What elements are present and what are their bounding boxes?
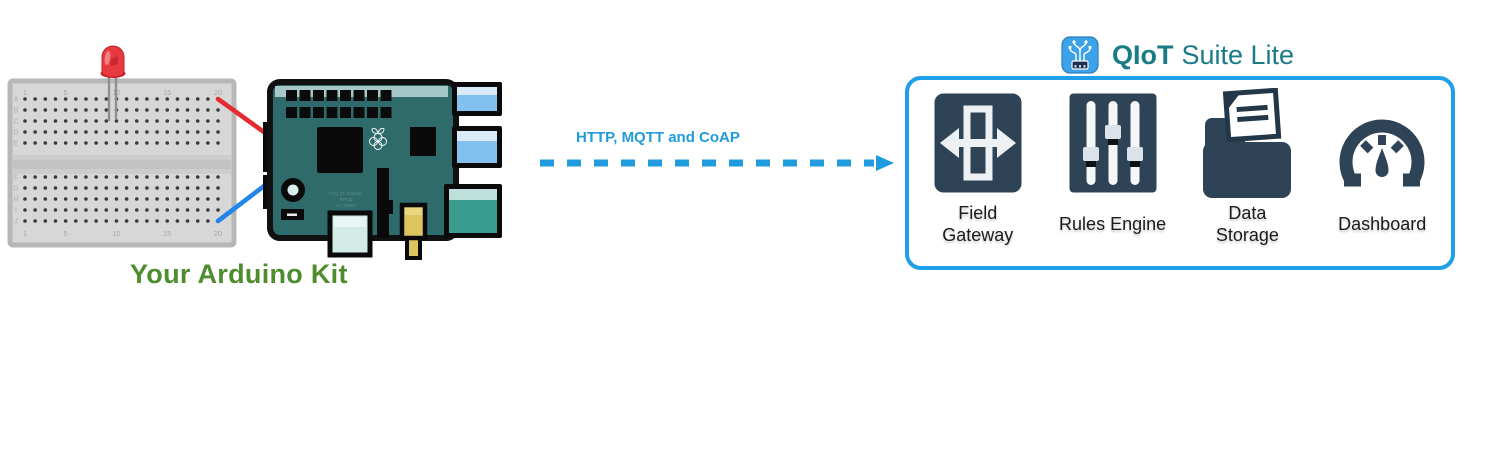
suite-item-data-storage: Data Storage [1181,87,1313,249]
red-jumper-wire [215,96,271,138]
pi-chip [410,127,436,156]
bb-col-number: 5 [64,229,68,238]
pi-ethernet-port [444,184,502,238]
breadboard: 1 5 10 15 20 1 5 10 15 20 A B C D E F [7,78,237,248]
bb-row-letter: F [14,175,18,182]
rules-engine-icon [1069,93,1157,193]
bb-row-letter: B [14,108,19,115]
pi-hdmi-port [327,210,373,258]
pi-usb-port [452,126,502,168]
raspberry-pi: FCC ID: 2ABCB- RPI32 IC: 20953 [263,79,502,260]
bb-col-number: 20 [214,229,222,238]
protocol-label: HTTP, MQTT and CoAP [576,129,740,146]
suite-title-bold: QIoT [1112,39,1174,70]
svg-text:RPI32: RPI32 [340,197,353,202]
pi-usb-port [452,82,502,116]
pi-csi-connector [377,168,389,238]
dashed-arrow-icon [540,155,894,171]
suite-item-label: Field Gateway [942,203,1014,245]
pi-av-jack [399,202,428,260]
dashboard-icon [1339,119,1425,187]
svg-text:IC: 20953: IC: 20953 [336,203,356,208]
pi-soc-chip [317,127,363,173]
bb-col-number: 15 [163,229,171,238]
suite-item-label: Data Storage [1215,203,1279,245]
bb-col-number: 10 [112,229,120,238]
qiot-suite-panel: Field Gateway Rul [905,76,1455,270]
suite-item-rules-engine: Rules Engine [1047,87,1179,249]
bb-col-number: 1 [23,88,27,97]
protocol-flow: HTTP, MQTT and CoAP [538,126,910,178]
arduino-kit-illustration: 1 5 10 15 20 1 5 10 15 20 A B C D E F [7,45,502,260]
bb-row-letter: E [14,141,19,148]
gpio-pins [286,90,392,118]
suite-title-rest: Suite Lite [1181,39,1295,70]
breadboard-row-letters: A B C D E F G H I J [13,97,18,226]
breadboard-holes [23,97,220,223]
suite-item-label: Rules Engine [1059,214,1167,235]
breadboard-column-numbers-bottom: 1 5 10 15 20 [23,229,222,238]
bb-col-number: 1 [23,229,27,238]
field-gateway-icon [934,93,1022,193]
svg-text:FCC ID: 2ABCB-: FCC ID: 2ABCB- [329,191,363,196]
bb-row-letter: A [14,97,19,104]
bb-row-letter: D [13,130,18,137]
suite-item-label: Dashboard [1338,214,1427,235]
suite-item-field-gateway: Field Gateway [912,87,1044,249]
bb-row-letter: C [13,119,18,126]
raspberry-logo [369,127,387,150]
bb-col-number: 20 [214,88,222,97]
suite-item-dashboard: Dashboard [1316,87,1448,249]
data-storage-icon [1203,88,1292,198]
qiot-app-icon [1061,36,1099,74]
led-highlight [104,51,111,65]
led [100,45,126,121]
bb-row-letter: H [13,197,18,204]
bb-col-number: 15 [163,88,171,97]
bb-row-letter: J [14,219,18,226]
bb-row-letter: G [13,186,18,193]
pi-markings: FCC ID: 2ABCB- RPI32 IC: 20953 [329,191,363,208]
bb-col-number: 5 [64,88,68,97]
bb-row-letter: I [15,208,17,215]
arrowhead [876,155,894,171]
kit-caption: Your Arduino Kit [130,259,348,289]
blue-jumper-wire [215,180,271,224]
